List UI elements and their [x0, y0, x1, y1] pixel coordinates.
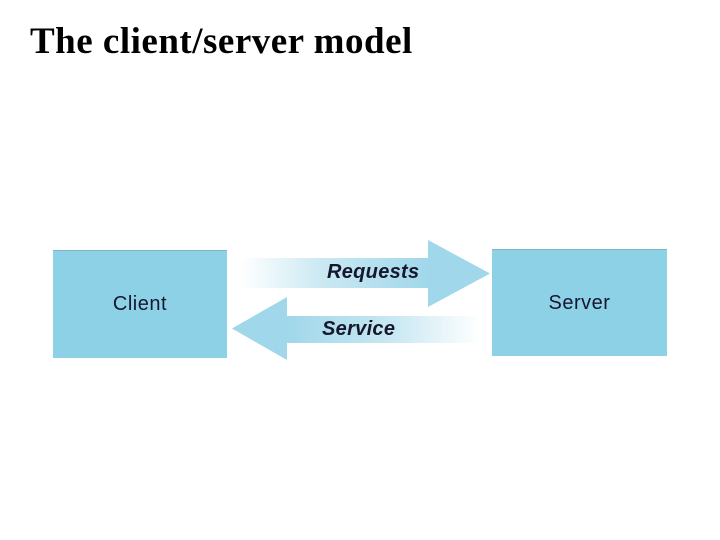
service-arrow-head: [232, 297, 287, 360]
page-title: The client/server model: [30, 21, 413, 62]
requests-arrow-head: [428, 240, 490, 307]
client-box: Client: [53, 250, 227, 358]
service-arrow-label: Service: [322, 318, 396, 340]
client-box-label: Client: [112, 293, 168, 315]
requests-arrow-label: Requests: [327, 261, 420, 283]
server-box-label: Server: [548, 291, 611, 314]
server-box: Server: [492, 249, 667, 356]
